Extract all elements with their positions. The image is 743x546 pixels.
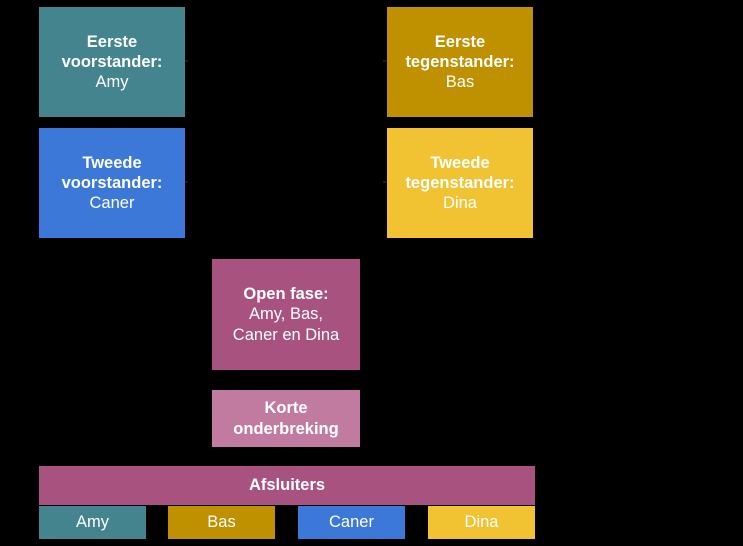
closer-segment-caner[interactable]: Caner — [298, 506, 405, 539]
card-open-phase[interactable]: Open fase: Amy, Bas, Caner en Dina — [212, 259, 360, 370]
card-second-opponent-name: Dina — [443, 194, 477, 213]
closer-segment-amy-label: Amy — [76, 513, 109, 531]
closer-segment-amy[interactable]: Amy — [39, 506, 146, 539]
closer-segment-bas-label: Bas — [207, 513, 236, 531]
card-second-opponent[interactable]: Tweede tegenstander: Dina — [387, 128, 533, 238]
closers-header-bar[interactable]: Afsluiters — [39, 466, 535, 505]
card-first-opponent-name: Bas — [445, 73, 475, 92]
closers-header-label: Afsluiters — [248, 476, 326, 494]
closer-segment-bas[interactable]: Bas — [168, 506, 275, 539]
closer-segment-caner-label: Caner — [329, 513, 374, 531]
closer-segment-dina-label: Dina — [464, 513, 499, 531]
connector-tick-right-upper — [383, 60, 386, 62]
card-second-opponent-title: Tweede tegenstander: — [405, 153, 515, 192]
card-second-proponent-title: Tweede voorstander: — [61, 153, 163, 192]
card-first-opponent-title: Eerste tegenstander: — [405, 32, 515, 71]
card-second-proponent-name: Caner — [89, 194, 135, 213]
card-first-proponent-name: Amy — [95, 73, 129, 92]
card-second-proponent[interactable]: Tweede voorstander: Caner — [39, 128, 185, 238]
connector-tick-left-lower — [185, 181, 188, 183]
connector-tick-left-upper — [185, 60, 188, 62]
card-first-proponent-title: Eerste voorstander: — [61, 32, 163, 71]
card-open-phase-participants: Amy, Bas, Caner en Dina — [232, 304, 340, 344]
card-first-opponent[interactable]: Eerste tegenstander: Bas — [387, 7, 533, 117]
connector-tick-right-lower — [383, 181, 386, 183]
card-open-phase-title: Open fase: — [243, 284, 329, 303]
card-short-break[interactable]: Korte onderbreking — [212, 390, 360, 447]
closers-row: Amy Bas Caner Dina — [39, 506, 535, 539]
card-short-break-title: Korte onderbreking — [233, 398, 339, 438]
closer-segment-dina[interactable]: Dina — [428, 506, 535, 539]
card-first-proponent[interactable]: Eerste voorstander: Amy — [39, 7, 185, 117]
